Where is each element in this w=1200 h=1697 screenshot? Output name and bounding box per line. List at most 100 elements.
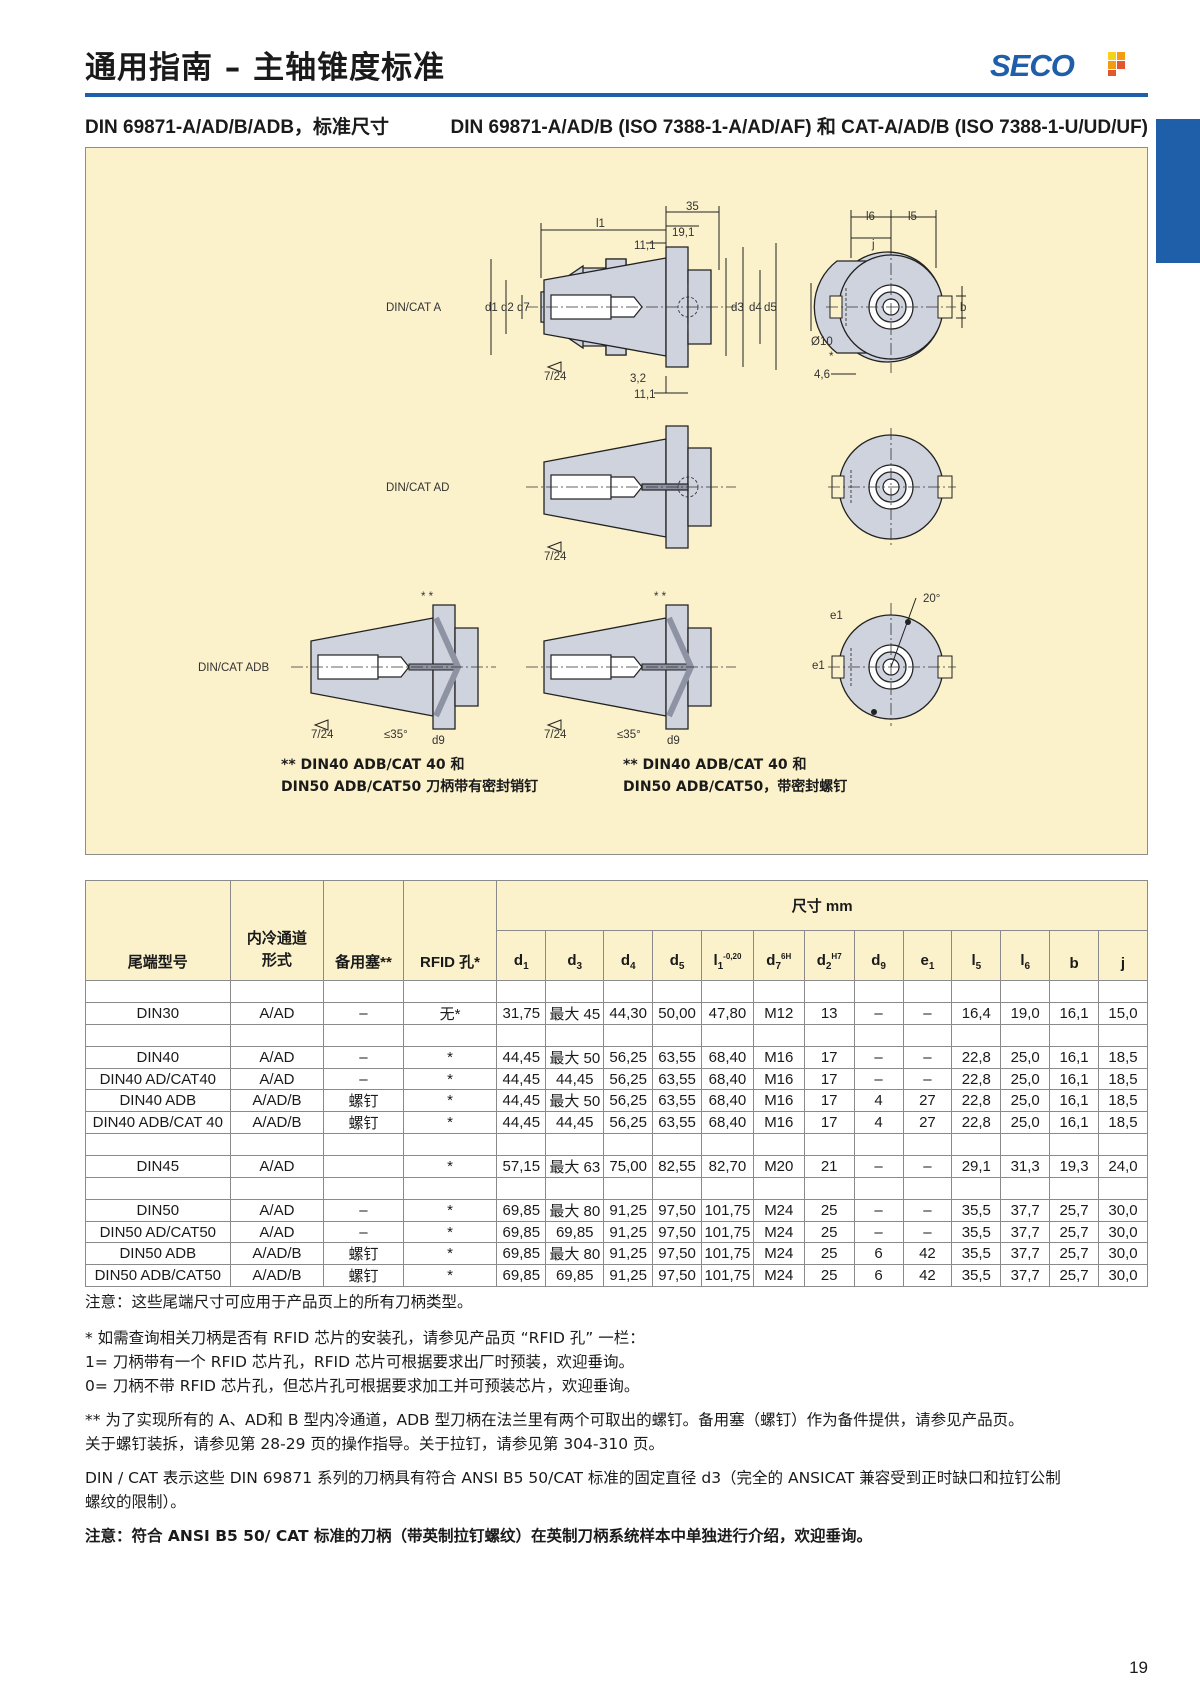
svg-text:11,1: 11,1 (634, 389, 656, 401)
col-spare-plug: 备用塞** (323, 880, 404, 981)
svg-text:d3: d3 (731, 302, 744, 314)
table-cell: 19,3 (1049, 1155, 1099, 1178)
table-cell: DIN40 (85, 1046, 231, 1069)
col-dim-7: d9 (853, 930, 904, 981)
table-cell: DIN30 (85, 1002, 231, 1025)
table-cell: 37,7 (1000, 1264, 1051, 1287)
table-cell: 25 (803, 1221, 855, 1243)
svg-text:7/24: 7/24 (544, 729, 567, 741)
table-cell: 18,5 (1098, 1089, 1148, 1112)
table-cell: 最大 50 (545, 1089, 605, 1112)
col-dim-subscript: 5 (975, 961, 982, 972)
table-cell: 16,1 (1049, 1111, 1099, 1134)
col-dim-symbol: l (1020, 952, 1025, 969)
table-cell: 37,7 (1000, 1221, 1051, 1243)
col-dim-tolerance: -0,20 (723, 952, 742, 961)
end-view-a: l6 l5 j Ø10 b * 4,6 (810, 210, 966, 381)
table-cell-empty (323, 1133, 404, 1156)
table-cell: 44,45 (496, 1068, 547, 1090)
table-cell-empty (803, 980, 855, 1003)
table-cell-empty (1098, 1177, 1148, 1200)
table-cell: 63,55 (652, 1111, 703, 1134)
table-cell: 63,55 (652, 1046, 703, 1069)
table-cell: 68,40 (701, 1089, 754, 1112)
table-cell: M16 (752, 1111, 805, 1134)
table-cell: 22,8 (951, 1089, 1002, 1112)
table-cell-empty (229, 1177, 325, 1200)
table-cell: – (902, 1221, 953, 1243)
svg-text:19,1: 19,1 (672, 227, 694, 239)
table-cell-empty (853, 1177, 904, 1200)
table-cell: 27 (902, 1111, 953, 1134)
table-cell: 69,85 (496, 1221, 547, 1243)
table-cell: DIN40 AD/CAT40 (85, 1068, 231, 1090)
svg-text:DIN/CAT A: DIN/CAT A (386, 302, 441, 314)
table-cell: DIN40 ADB/CAT 40 (85, 1111, 231, 1134)
table-cell: 44,45 (496, 1046, 547, 1069)
table-cell: 螺钉 (323, 1111, 404, 1134)
table-cell: A/AD/B (229, 1242, 325, 1265)
table-cell: A/AD (229, 1221, 325, 1243)
table-cell: M16 (752, 1068, 805, 1090)
col-coolant-line1: 内冷通道 (246, 930, 307, 947)
table-spacer-row (85, 1177, 1148, 1200)
table-cell: 25,0 (1000, 1111, 1051, 1134)
col-dim-4: l1-0,20 (701, 930, 754, 981)
table-cell: A/AD (229, 1046, 325, 1069)
col-dim-subscript: 4 (630, 961, 636, 972)
seco-logo: SECO (990, 46, 1140, 83)
table-cell: – (323, 1068, 404, 1090)
table-cell-empty (323, 980, 404, 1003)
table-cell: 19,0 (1000, 1002, 1051, 1025)
table-cell-empty (652, 1133, 703, 1156)
col-dim-12: j (1098, 930, 1148, 981)
table-spacer-row (85, 1024, 1148, 1047)
table-cell-empty (652, 1177, 703, 1200)
table-cell: 25,7 (1049, 1264, 1099, 1287)
table-cell: 30,0 (1098, 1264, 1148, 1287)
table-cell-empty (1000, 1024, 1051, 1047)
col-dim-symbol: d (871, 952, 881, 969)
col-dim-symbol: d (816, 952, 826, 969)
table-cell: 最大 45 (545, 1002, 605, 1025)
table-cell-empty (853, 1133, 904, 1156)
table-cell: 35,5 (951, 1264, 1002, 1287)
svg-text:3,2: 3,2 (630, 373, 646, 385)
col-dim-symbol: d (513, 952, 524, 969)
table-cell: * (402, 1199, 498, 1222)
table-cell-empty (1049, 1177, 1099, 1200)
footnote-7: DIN / CAT 表示这些 DIN 69871 系列的刀柄具有符合 ANSI … (85, 1469, 1061, 1487)
col-coolant-line2: 形式 (261, 952, 292, 969)
table-cell-empty (85, 1177, 231, 1200)
svg-text:l5: l5 (908, 211, 917, 223)
table-cell: 22,8 (951, 1111, 1002, 1134)
col-dim-symbol: l (713, 952, 718, 969)
table-cell: 无* (402, 1002, 498, 1025)
table-cell: – (902, 1199, 953, 1222)
table-cell: 25,0 (1000, 1068, 1051, 1090)
table-cell: 25 (803, 1199, 855, 1222)
table-cell-empty (229, 980, 325, 1003)
col-dim-tolerance: H7 (831, 952, 842, 961)
col-coolant: 内冷通道 形式 (229, 880, 325, 981)
table-cell-empty (85, 1133, 231, 1156)
table-cell: – (902, 1155, 953, 1178)
table-cell-empty (803, 1133, 855, 1156)
table-cell: 30,0 (1098, 1199, 1148, 1222)
table-cell: 101,75 (701, 1221, 754, 1243)
table-cell: M12 (752, 1002, 805, 1025)
table-cell: – (902, 1046, 953, 1069)
table-cell: 17 (803, 1068, 855, 1090)
table-spacer-row (85, 1133, 1148, 1156)
table-cell: A/AD/B (229, 1264, 325, 1287)
table-cell-empty (603, 1133, 654, 1156)
svg-text:d9: d9 (432, 735, 445, 747)
table-cell: – (323, 1221, 404, 1243)
shank-adb-right: 7/24 ≤35° d9 * * (526, 591, 736, 747)
table-cell: 螺钉 (323, 1242, 404, 1265)
table-cell-empty (402, 1024, 498, 1047)
col-end-type: 尾端型号 (85, 880, 231, 981)
table-cell: 螺钉 (323, 1264, 404, 1287)
